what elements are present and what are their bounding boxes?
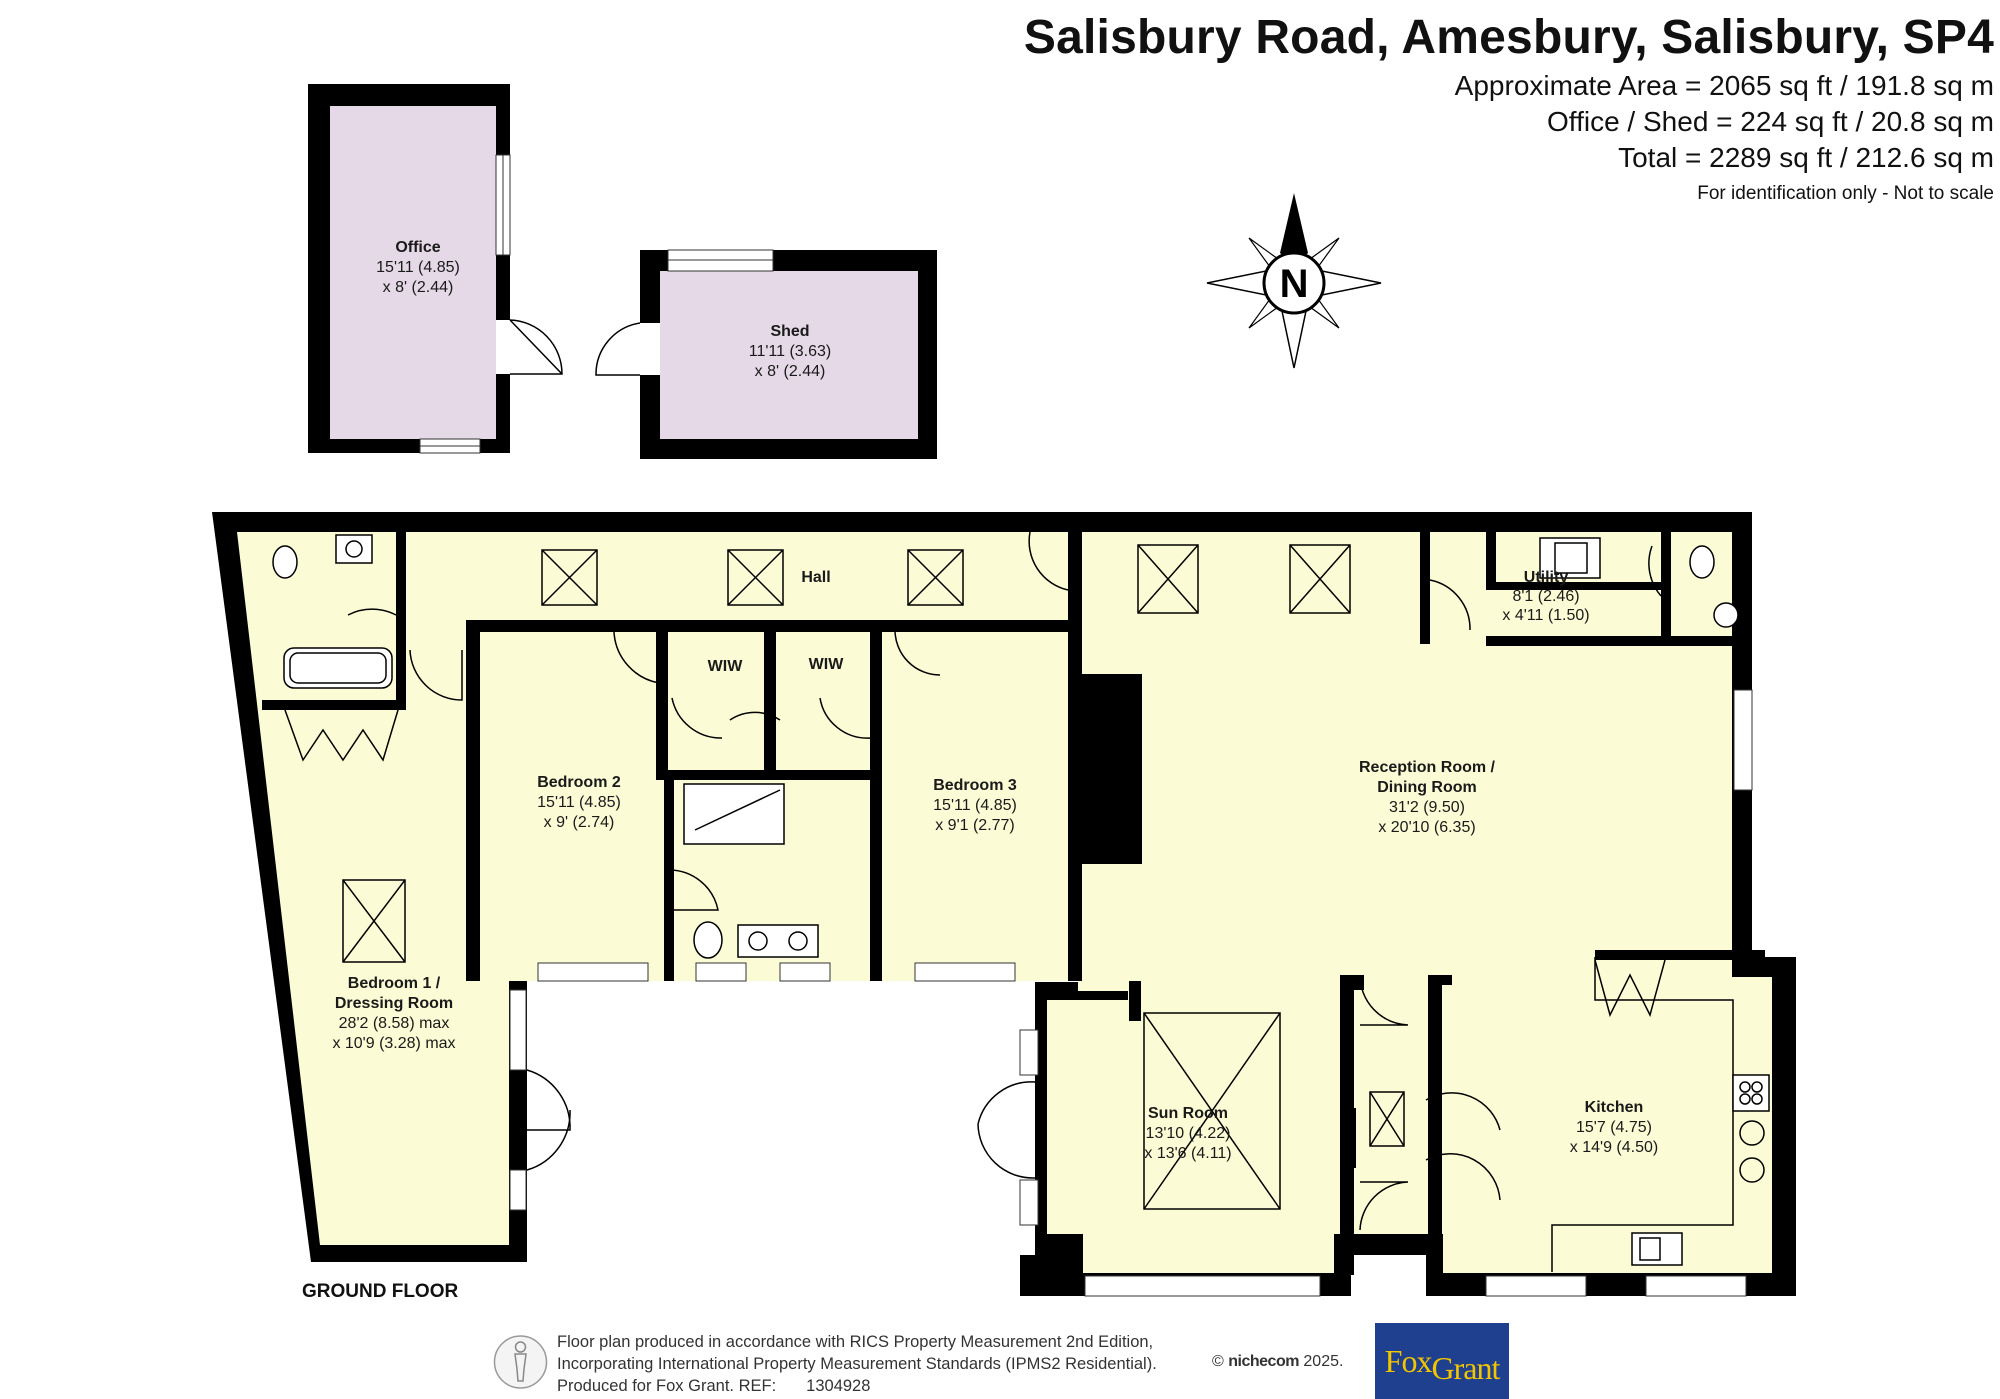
copyright-notice: © nichecom 2025. [1212,1353,1343,1371]
utility-name: Utility [1524,569,1569,586]
wiw2-name: WIW [809,656,845,673]
bedroom1-dim2: x 10'9 (3.28) max [332,1035,455,1052]
footer-line-1: Floor plan produced in accordance with R… [557,1333,1154,1351]
shed-dim1: 11'11 (3.63) [749,343,832,360]
reception-name2: Dining Room [1377,779,1477,796]
office-dim1: 15'11 (4.85) [376,259,460,276]
kitchen-name: Kitchen [1585,1099,1644,1116]
kitchen-dim1: 15'7 (4.75) [1576,1119,1652,1136]
footer-line-2: Incorporating International Property Mea… [557,1355,1157,1373]
office-dim2: x 8' (2.44) [383,279,454,296]
doors [347,531,1662,1231]
area-outbuildings: Office / Shed = 224 sq ft / 20.8 sq m [1547,106,1994,137]
logo-part1: Fox [1384,1342,1433,1379]
bedroom2-dim2: x 9' (2.74) [544,814,615,831]
wiw1-name: WIW [708,658,744,675]
shed-dim2: x 8' (2.44) [755,363,826,380]
bedroom2-name: Bedroom 2 [537,774,621,791]
copyright-brand: nichecom [1228,1353,1299,1370]
reception-name1: Reception Room / [1359,759,1496,776]
bedroom2-dim1: 15'11 (4.85) [537,794,621,811]
floor-label: GROUND FLOOR [302,1281,458,1302]
plan-header: Salisbury Road, Amesbury, Salisbury, SP4… [1024,8,1994,210]
sunroom-dim1: 13'10 (4.22) [1146,1125,1231,1142]
area-main: Approximate Area = 2065 sq ft / 191.8 sq… [1454,70,1994,101]
office-name: Office [395,239,440,256]
room-labels: Office 15'11 (4.85) x 8' (2.44) Shed 11'… [332,239,1658,1162]
shed-name: Shed [770,323,809,340]
logo-part2: Grant [1431,1349,1500,1386]
shed-outbuilding [595,249,937,459]
area-total: Total = 2289 sq ft / 212.6 sq m [1618,142,1994,173]
compass-north-letter: N [1280,262,1309,306]
kitchen-dim2: x 14'9 (4.50) [1570,1139,1658,1156]
bedroom3-dim1: 15'11 (4.85) [933,797,1017,814]
sunroom-name: Sun Room [1148,1105,1228,1122]
windows [509,689,1753,1297]
office-outbuilding [308,84,563,454]
bedroom3-name: Bedroom 3 [933,777,1017,794]
property-title: Salisbury Road, Amesbury, Salisbury, SP4 [1023,11,1994,64]
accessibility-person-icon [493,1335,548,1389]
skylights [342,544,1405,1210]
reception-dim1: 31'2 (9.50) [1389,799,1465,816]
disclaimer-note: For identification only - Not to scale [1697,183,1994,204]
bedroom3-dim2: x 9'1 (2.77) [935,817,1015,834]
hall-name: Hall [801,569,830,586]
bedroom1-name1: Bedroom 1 / [348,975,441,992]
copyright-symbol: © [1212,1353,1224,1370]
sunroom-dim2: x 13'6 (4.11) [1144,1145,1231,1162]
footer-ref: 1304928 [806,1377,871,1395]
north-compass: N [1206,193,1382,369]
footer-disclaimer: Floor plan produced in accordance with R… [557,1331,1157,1397]
utility-dim2: x 4'11 (1.50) [1502,607,1589,624]
main-floor: Office 15'11 (4.85) x 8' (2.44) Shed 11'… [212,239,1796,1302]
bedroom1-dim1: 28'2 (8.58) max [339,1015,450,1032]
footer-line-3: Produced for Fox Grant. REF: [557,1377,777,1395]
utility-dim1: 8'1 (2.46) [1512,588,1579,605]
copyright-year: 2025. [1303,1353,1344,1370]
reception-dim2: x 20'10 (6.35) [1378,819,1475,836]
fixtures [272,534,1770,1272]
bedroom1-name2: Dressing Room [335,995,453,1012]
